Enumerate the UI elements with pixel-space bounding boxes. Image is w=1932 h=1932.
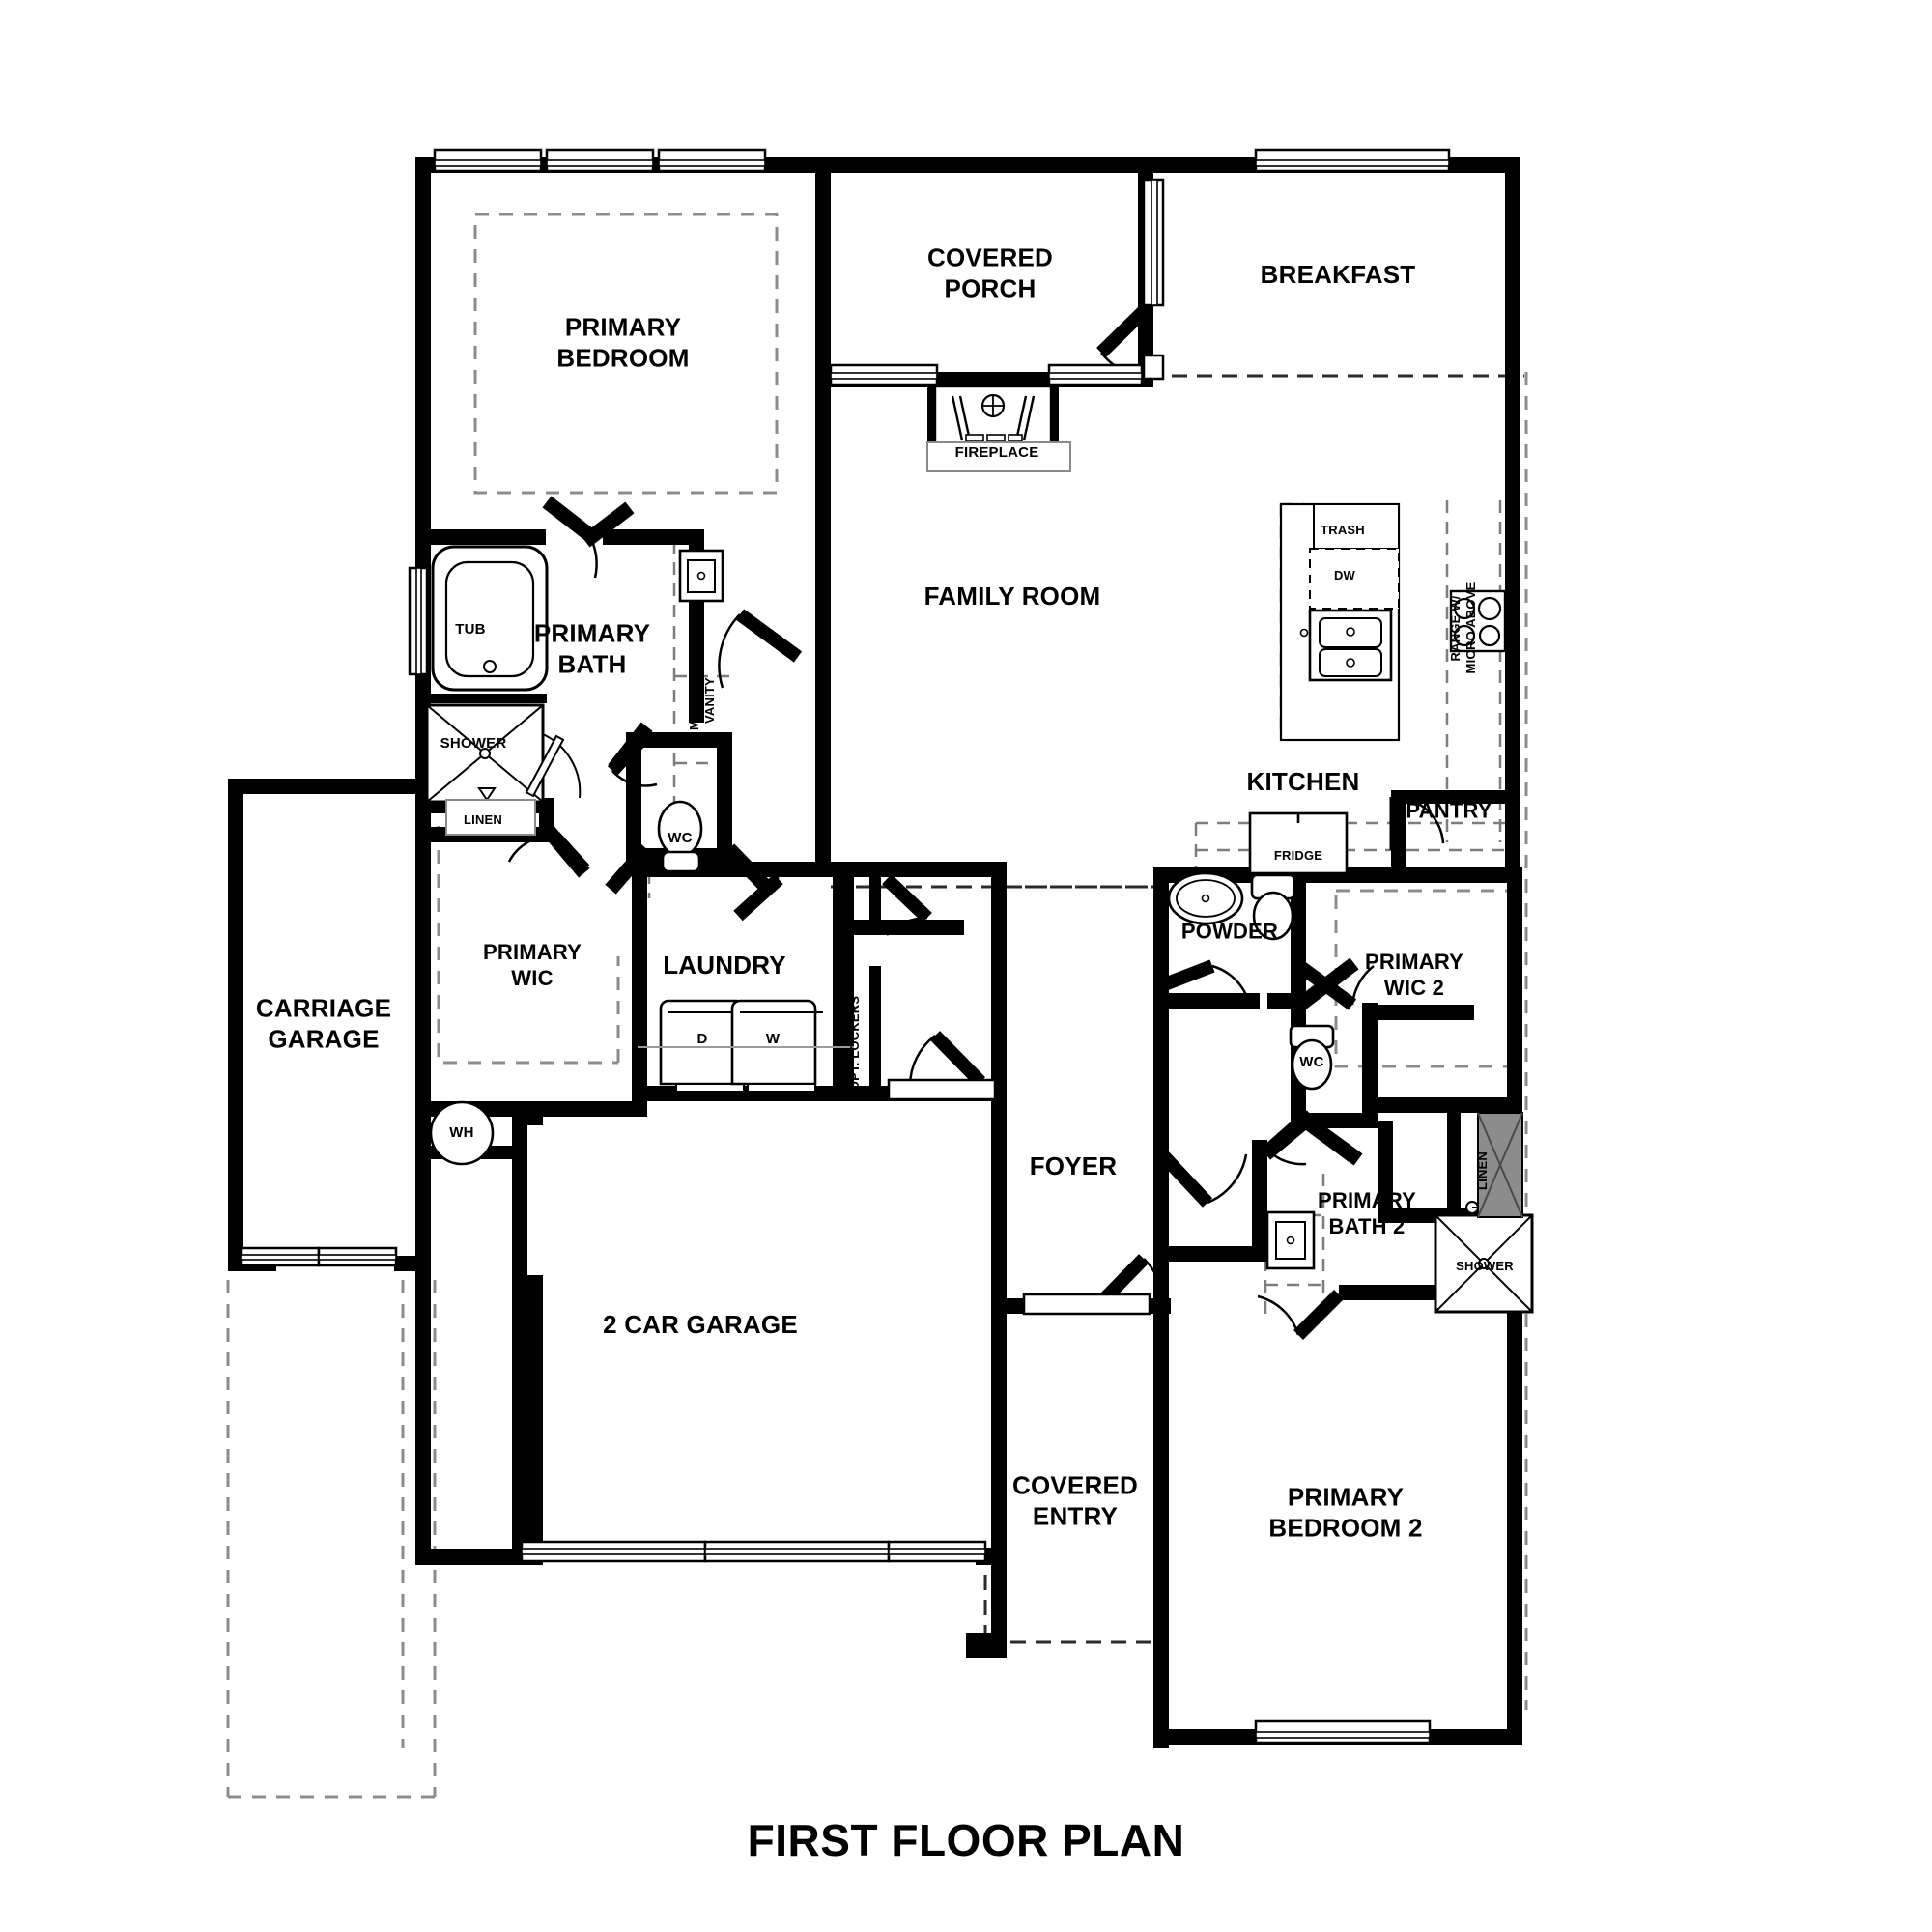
room-label-primary-bedroom: PRIMARY BEDROOM (556, 312, 690, 372)
room-label-foyer: FOYER (1029, 1151, 1118, 1181)
fixture-label-shower-1: SHOWER (440, 734, 507, 752)
fixture-label-trash: TRASH (1321, 523, 1365, 538)
fixture-label-shower-2: SHOWER (1456, 1259, 1514, 1274)
doors (507, 303, 1445, 1340)
room-label-covered-entry: COVERED ENTRY (1012, 1470, 1138, 1530)
fixture-label-fireplace: FIREPLACE (954, 443, 1039, 461)
fixture-label-wc-1: WC (668, 829, 693, 846)
room-label-carriage-garage: CARRIAGE GARAGE (255, 993, 392, 1053)
room-label-primary-bedroom-2: PRIMARY BEDROOM 2 (1268, 1482, 1423, 1542)
windows (240, 148, 1451, 1745)
fixture-label-linen-2: LINEN (1475, 1151, 1491, 1190)
kitchen-appliances (429, 502, 1507, 1166)
fixture-label-fridge: FRIDGE (1273, 848, 1323, 864)
fixture-label-washer: W (765, 1030, 781, 1047)
room-label-family-room: FAMILY ROOM (923, 582, 1101, 611)
fireplace-graphic (926, 384, 1071, 472)
fixture-label-water-heater: WH (449, 1123, 474, 1141)
room-label-primary-wic-2: PRIMARY WIC 2 (1364, 950, 1464, 1000)
room-label-covered-porch: COVERED PORCH (927, 242, 1053, 302)
room-label-pantry: PANTRY (1406, 798, 1492, 823)
fixture-label-range-micro: RANGE W/ MICRO ABOVE (1448, 582, 1478, 674)
room-label-breakfast: BREAKFAST (1260, 260, 1416, 290)
fixture-label-linen-1: LINEN (464, 812, 502, 828)
page-title: FIRST FLOOR PLAN (747, 1815, 1185, 1865)
fixture-label-opt-lockers: OPT. LOCKERS (847, 995, 863, 1092)
fixture-label-dishwasher: DW (1333, 568, 1356, 583)
fixture-label-dryer: D (696, 1030, 708, 1047)
room-label-two-car-garage: 2 CAR GARAGE (603, 1310, 798, 1340)
room-label-primary-bath: PRIMARY BATH (533, 618, 651, 678)
room-label-kitchen: KITCHEN (1246, 767, 1360, 797)
room-label-primary-wic: PRIMARY WIC (482, 940, 582, 990)
room-label-laundry: LAUNDRY (663, 951, 786, 980)
fixture-label-tub: TUB (455, 620, 486, 638)
fixture-label-makeup-vanity: MAKE-UP VANITY (687, 669, 717, 731)
plumbing-fixtures (425, 545, 1534, 1314)
fixture-label-wc-2: WC (1299, 1053, 1324, 1070)
room-label-primary-bath-2: PRIMARY BATH 2 (1317, 1188, 1417, 1238)
room-label-powder: POWDER (1180, 919, 1279, 944)
fixture-label-coats: COATS (842, 913, 858, 957)
